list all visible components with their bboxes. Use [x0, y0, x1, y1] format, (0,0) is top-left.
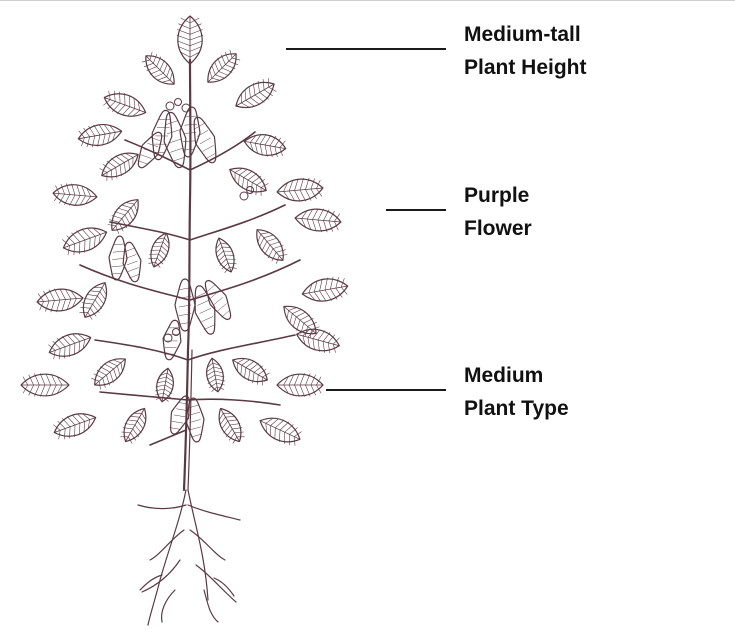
branch-stem [80, 265, 189, 300]
annotation-line-1: Medium [464, 359, 569, 392]
root [138, 505, 186, 509]
annotation-plant-type: Medium Plant Type [464, 359, 569, 425]
flower-bud [166, 102, 174, 110]
leader-line-type [326, 389, 446, 391]
root [190, 530, 225, 560]
annotation-line-1: Medium-tall [464, 18, 587, 51]
flower-bud [175, 99, 182, 106]
root [188, 505, 240, 520]
branch-stem [190, 132, 255, 170]
branch-stem [150, 430, 186, 445]
flower-bud [240, 192, 248, 200]
leader-line-height [286, 48, 446, 50]
root [196, 565, 236, 602]
peanut-pod-texture [195, 123, 217, 159]
peanut-pod [186, 398, 204, 442]
branch-stem [100, 392, 188, 400]
branch-stem [188, 335, 295, 360]
root [204, 590, 218, 622]
annotation-line-2: Flower [464, 212, 532, 245]
root [162, 590, 175, 622]
annotation-line-1: Purple [464, 179, 532, 212]
branch-stem [190, 205, 285, 240]
annotation-line-2: Plant Type [464, 392, 569, 425]
annotation-flower: Purple Flower [464, 179, 532, 245]
root [214, 578, 234, 596]
peanut-pod [205, 281, 230, 320]
branch-stem [95, 340, 188, 360]
annotation-plant-height: Medium-tall Plant Height [464, 18, 587, 84]
leader-line-flower [386, 209, 446, 211]
annotation-line-2: Plant Height [464, 51, 587, 84]
branch-stem [188, 399, 280, 405]
